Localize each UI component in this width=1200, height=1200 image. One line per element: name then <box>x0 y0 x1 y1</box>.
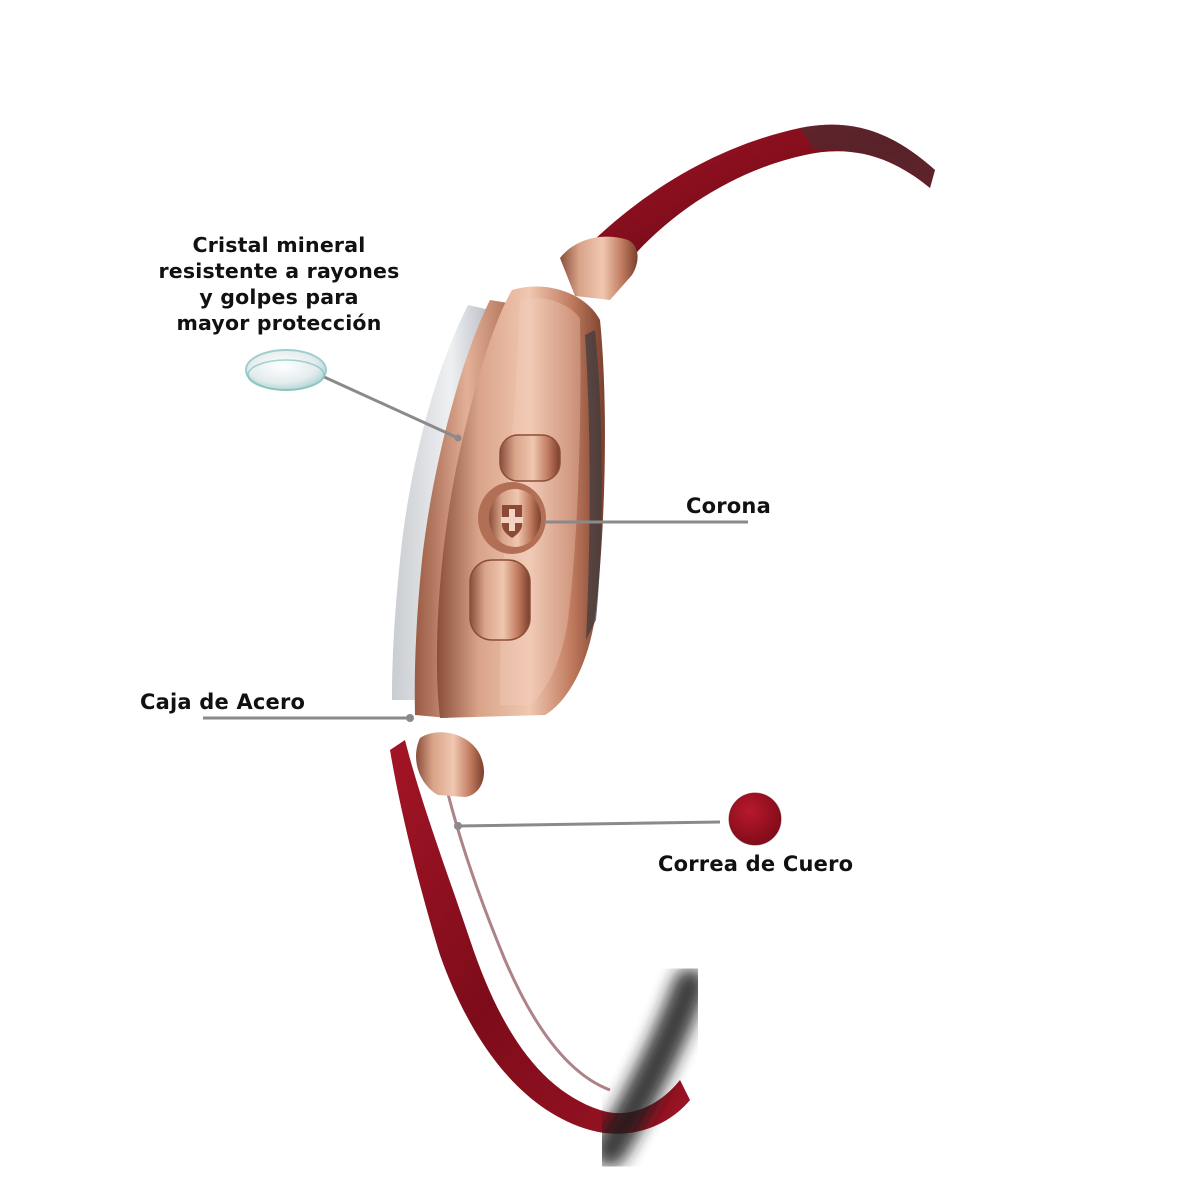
crown-label: Corona <box>686 494 771 518</box>
upper-lug <box>560 236 638 300</box>
crystal-label-line: Cristal mineral <box>192 233 366 257</box>
crystal-label-line: y golpes para <box>199 285 359 309</box>
crystal-edge <box>392 305 490 700</box>
crystal-label: Cristal mineral resistente a rayones y g… <box>148 232 410 336</box>
crystal-leader <box>321 374 459 440</box>
case-label: Caja de Acero <box>140 690 306 714</box>
leader-lines <box>203 374 748 828</box>
upper-crown-guard <box>499 434 561 482</box>
lower-lug <box>416 732 485 797</box>
strap-end-shadow <box>593 968 707 1167</box>
crown <box>478 482 546 554</box>
crystal-label-line: mayor protección <box>176 311 382 335</box>
red-leather-swatch-icon <box>728 792 782 846</box>
lower-strap <box>390 740 690 1134</box>
crystal-label-line: resistente a rayones <box>158 259 400 283</box>
strap-label: Correa de Cuero <box>658 852 854 876</box>
glass-lens-icon <box>245 349 327 391</box>
strap-leader <box>457 820 721 828</box>
lower-crown-guard <box>469 559 531 641</box>
